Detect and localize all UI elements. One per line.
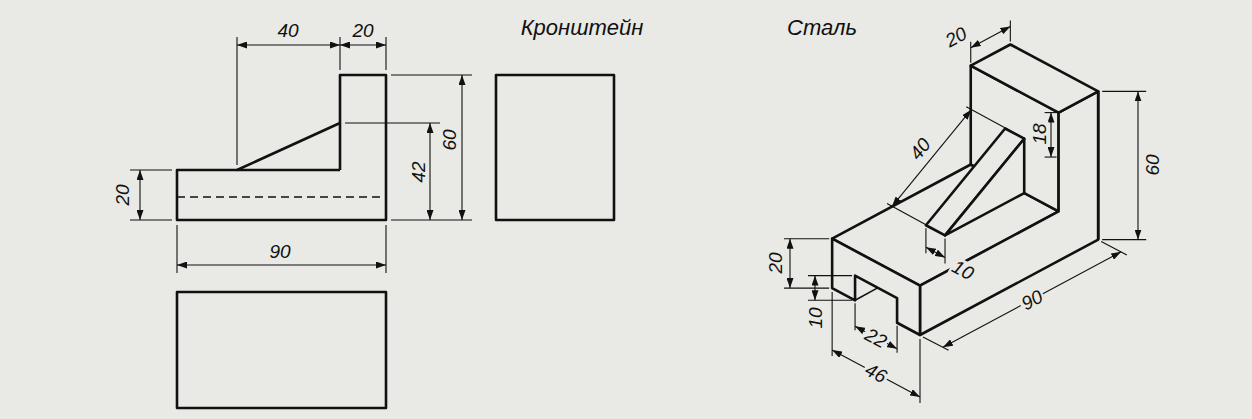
rib-top <box>926 129 1024 236</box>
extension-line <box>385 225 386 273</box>
dimension-value: 60 <box>1143 152 1162 177</box>
extension-line <box>345 122 440 123</box>
extension-line <box>966 107 1021 137</box>
dimension-line <box>139 170 140 220</box>
dimension-value: 20 <box>766 250 785 275</box>
groove-edge <box>855 288 877 300</box>
extension-line <box>887 203 942 233</box>
extension-line <box>784 288 829 289</box>
side-view <box>496 75 614 220</box>
extension-line <box>236 37 237 165</box>
extension-line <box>176 225 177 273</box>
edge-line <box>237 169 340 172</box>
dimension-line <box>832 350 920 397</box>
front-view <box>177 75 614 408</box>
extension-line <box>1010 20 1011 41</box>
edge-line <box>339 123 342 170</box>
dimension-value: 20 <box>940 23 971 52</box>
dimension-value: 90 <box>267 242 292 261</box>
dimension-value: 42 <box>409 159 428 184</box>
dimension-line <box>926 247 945 257</box>
front-outline <box>177 75 386 220</box>
dimension-value: 90 <box>1016 286 1047 315</box>
hidden-line <box>177 196 386 198</box>
dimension-line <box>340 44 386 45</box>
dimension-line <box>429 123 430 220</box>
dimension-line <box>971 26 1011 47</box>
dimension-value: 10 <box>806 305 825 330</box>
extension-line <box>391 219 472 220</box>
dimension-value: 40 <box>905 133 936 164</box>
dimension-value: 18 <box>1030 121 1049 146</box>
dimension-value: 22 <box>860 324 891 353</box>
dimension-line <box>943 252 1121 347</box>
dimension-line <box>814 276 815 301</box>
dimension-line <box>461 75 462 220</box>
dimension-value: 20 <box>350 21 375 40</box>
dimension-line <box>177 264 386 265</box>
dimension-lines <box>130 20 1146 403</box>
extension-line <box>832 292 833 356</box>
upright-top <box>971 44 1098 112</box>
extension-line <box>391 74 472 75</box>
dimension-line <box>789 239 790 288</box>
extension-line <box>970 42 971 63</box>
extension-line <box>385 37 386 70</box>
dimension-line <box>1137 91 1138 239</box>
end-face <box>832 239 920 335</box>
extension-line <box>1101 242 1127 255</box>
rib-face <box>945 139 1024 236</box>
isometric-view <box>832 44 1098 335</box>
dimension-value: 20 <box>113 182 132 207</box>
dimension-value: 40 <box>275 21 300 40</box>
extension-line <box>130 219 172 220</box>
dimension-line <box>237 44 340 45</box>
dimension-line <box>892 110 971 207</box>
dimension-line <box>1050 113 1051 157</box>
extension-line <box>130 169 172 170</box>
extension-line <box>923 337 949 350</box>
title: Кронштейн <box>519 17 646 39</box>
material-note: Сталь <box>785 17 859 39</box>
extension-line <box>1102 91 1146 92</box>
front-face <box>920 91 1098 335</box>
edge-line <box>1097 91 1100 239</box>
top-view <box>177 292 386 408</box>
dimension-value: 10 <box>947 256 978 285</box>
extension-line <box>919 339 920 403</box>
extension-line <box>925 228 926 253</box>
extension-line <box>784 238 829 239</box>
extension-line <box>944 238 945 263</box>
dimension-value: 46 <box>860 359 891 388</box>
extension-line <box>1102 239 1146 240</box>
dimension-value: 60 <box>440 127 459 152</box>
extension-line <box>339 37 340 70</box>
